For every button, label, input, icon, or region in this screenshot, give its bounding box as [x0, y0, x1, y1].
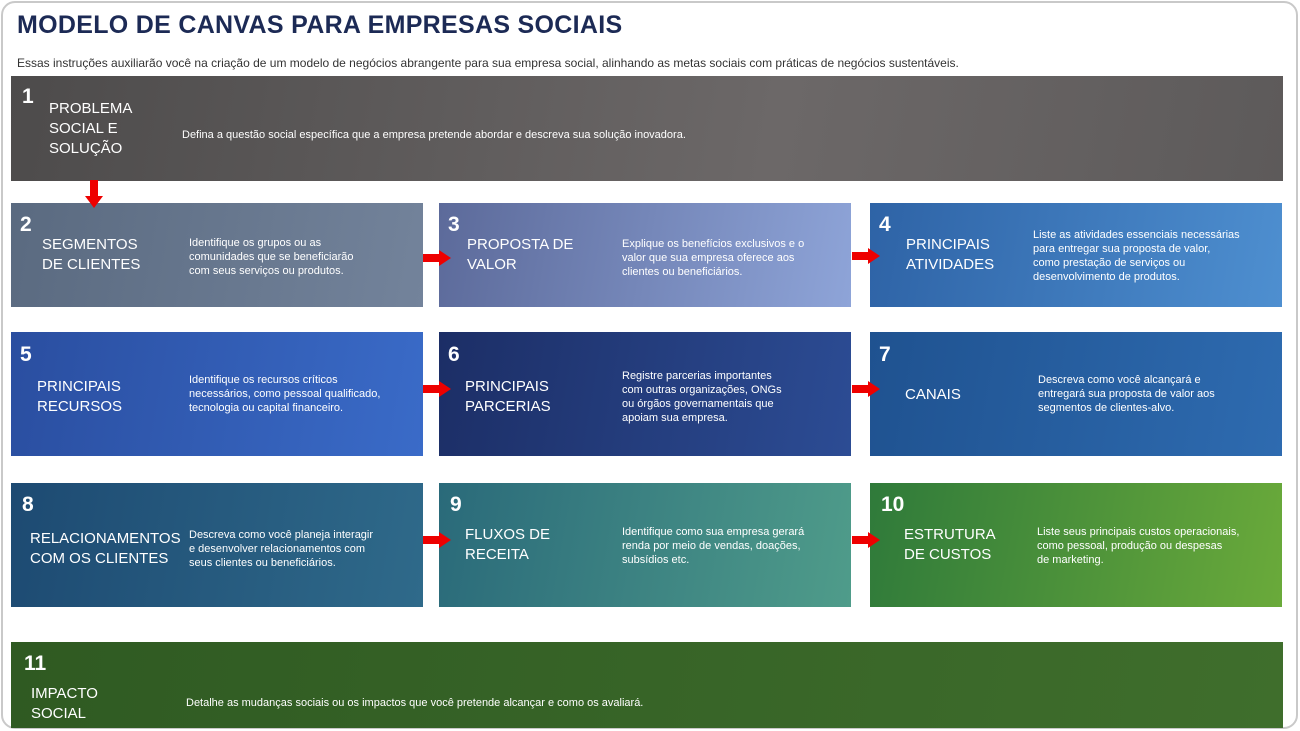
page-title: MODELO DE CANVAS PARA EMPRESAS SOCIAIS [17, 11, 623, 39]
block-description: Registre parcerias importantes com outra… [622, 370, 782, 424]
block-label: SEGMENTOS DE CLIENTES [42, 236, 141, 273]
block-description: Identifique os grupos ou as comunidades … [189, 237, 354, 277]
block-description: Liste seus principais custos operacionai… [1037, 526, 1240, 566]
block-number: 2 [20, 213, 32, 236]
arrow-right-icon [423, 532, 451, 548]
block-description: Liste as atividades essenciais necessári… [1033, 229, 1240, 283]
block-label: PRINCIPAIS PARCERIAS [465, 378, 551, 415]
block-number: 9 [450, 493, 462, 516]
block-principais-parcerias: 6 PRINCIPAIS PARCERIAS Registre parceria… [439, 332, 851, 456]
block-label: CANAIS [905, 386, 961, 403]
block-label: PRINCIPAIS RECURSOS [37, 378, 123, 415]
block-impacto-social: 11 IMPACTO SOCIAL Detalhe as mudanças so… [11, 642, 1283, 728]
arrow-down-icon [85, 180, 103, 208]
arrow-right-icon [423, 381, 451, 397]
block-number: 5 [20, 343, 32, 366]
block-label: PROPOSTA DE VALOR [467, 236, 574, 273]
block-fluxos-receita: 9 FLUXOS DE RECEITA Identifique como sua… [439, 483, 851, 607]
block-description: Identifique os recursos críticos necessá… [189, 374, 381, 414]
block-estrutura-custos: 10 ESTRUTURA DE CUSTOS Liste seus princi… [870, 483, 1282, 607]
block-label: FLUXOS DE RECEITA [465, 526, 551, 563]
block-description: Detalhe as mudanças sociais ou os impact… [186, 697, 644, 709]
block-description: Descreva como você alcançará e entregará… [1038, 374, 1215, 414]
arrow-right-icon [852, 532, 880, 548]
block-number: 11 [24, 652, 47, 675]
block-number: 8 [22, 493, 34, 516]
block-label: PROBLEMA SOCIAL E SOLUÇÃO [49, 100, 133, 157]
arrow-right-icon [852, 248, 880, 264]
block-number: 1 [22, 85, 34, 108]
block-number: 7 [879, 343, 891, 366]
block-principais-recursos: 5 PRINCIPAIS RECURSOS Identifique os rec… [11, 332, 423, 456]
page-subtitle: Essas instruções auxiliarão você na cria… [17, 56, 959, 70]
block-label: PRINCIPAIS ATIVIDADES [906, 236, 995, 273]
arrow-right-icon [852, 381, 880, 397]
block-label: RELACIONAMENTOS COM OS CLIENTES [30, 530, 181, 567]
block-problema-social: 1 PROBLEMA SOCIAL E SOLUÇÃO Defina a que… [11, 76, 1283, 181]
block-description: Identifique como sua empresa gerará rend… [622, 526, 805, 566]
block-description: Descreva como você planeja interagir e d… [189, 529, 374, 569]
block-number: 10 [881, 493, 905, 516]
block-label: IMPACTO SOCIAL [31, 685, 98, 722]
block-canais: 7 CANAIS Descreva como você alcançará e … [870, 332, 1282, 456]
block-principais-atividades: 4 PRINCIPAIS ATIVIDADES Liste as ativida… [870, 203, 1282, 307]
block-number: 4 [879, 213, 891, 236]
block-description: Explique os benefícios exclusivos e o va… [622, 238, 805, 278]
block-number: 6 [448, 343, 460, 366]
block-segmentos-clientes: 2 SEGMENTOS DE CLIENTES Identifique os g… [11, 203, 423, 307]
block-number: 3 [448, 213, 460, 236]
arrow-right-icon [423, 250, 451, 266]
block-proposta-valor: 3 PROPOSTA DE VALOR Explique os benefíci… [439, 203, 851, 307]
block-description: Defina a questão social específica que a… [182, 129, 686, 141]
block-relacionamentos-clientes: 8 RELACIONAMENTOS COM OS CLIENTES Descre… [11, 483, 423, 607]
block-label: ESTRUTURA DE CUSTOS [904, 526, 996, 563]
